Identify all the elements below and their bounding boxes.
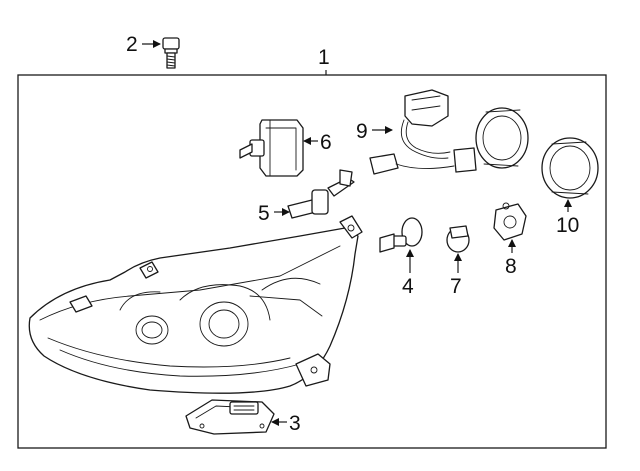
- callout-1-label: 1: [318, 46, 330, 69]
- headlamp-assembly[interactable]: [28, 215, 363, 394]
- callout-8-label: 8: [505, 255, 517, 278]
- bulb-4-part[interactable]: [379, 217, 423, 253]
- socket-8-part[interactable]: [493, 202, 527, 241]
- callout-8[interactable]: 8: [505, 239, 517, 278]
- callout-10-label: 10: [556, 214, 579, 237]
- callout-6-label: 6: [320, 131, 332, 154]
- callout-5[interactable]: 5: [258, 202, 290, 225]
- large-cap-part[interactable]: [541, 137, 599, 199]
- callout-9-label: 9: [356, 120, 368, 143]
- callout-3-label: 3: [289, 412, 301, 435]
- callout-1[interactable]: 1: [318, 46, 330, 75]
- callout-5-label: 5: [258, 202, 270, 225]
- ballast-module-part[interactable]: [185, 399, 275, 435]
- wiring-harness-part[interactable]: [369, 89, 477, 175]
- bolt-part[interactable]: [162, 37, 180, 69]
- callout-2[interactable]: 2: [126, 33, 161, 56]
- callout-4[interactable]: 4: [402, 249, 414, 298]
- bulb-7-part[interactable]: [446, 225, 470, 253]
- callout-6[interactable]: 6: [303, 131, 332, 154]
- callout-7-label: 7: [450, 275, 462, 298]
- dust-cap-part: [475, 107, 529, 169]
- hid-bulb-part[interactable]: [239, 119, 304, 177]
- callout-7[interactable]: 7: [450, 253, 462, 298]
- callout-10[interactable]: 10: [556, 199, 579, 237]
- callout-9[interactable]: 9: [356, 120, 393, 143]
- callout-4-label: 4: [402, 275, 414, 298]
- assembly-frame: [17, 74, 607, 449]
- callout-3[interactable]: 3: [271, 412, 301, 435]
- callout-2-label: 2: [126, 33, 138, 56]
- small-bulb-part[interactable]: [287, 169, 355, 219]
